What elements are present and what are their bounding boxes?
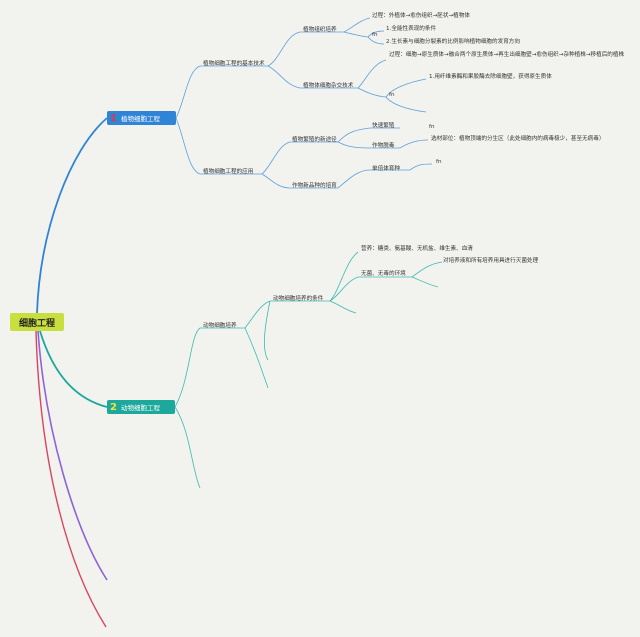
node-haploid-breeding[interactable]: 单倍体育种 (372, 166, 400, 172)
branch-label: 动物细胞工程 (120, 404, 160, 412)
branch-number-2: 2 (110, 401, 117, 413)
node-sterile-note[interactable]: 对培养液和所有培养用具进行灭菌处理 (443, 258, 539, 264)
connector-root-to-branch2 (39, 330, 108, 408)
node-crop-detox[interactable]: 作物脱毒 (372, 143, 395, 149)
node-somatic-hybrid-fn[interactable]: fn (389, 92, 395, 98)
node-tissue-culture-item-2[interactable]: 2.生长素与细胞分裂素的比例影响植物细胞的发育方向 (386, 39, 520, 45)
node-sterile-environment[interactable]: 无菌、无毒的环境 (361, 271, 406, 277)
node-tissue-culture[interactable]: 植物组织培养 (303, 27, 337, 33)
node-culture-conditions[interactable]: 动物细胞培养的条件 (273, 296, 324, 302)
branch-plant-cell-engineering[interactable]: 1 植物细胞工程 (107, 111, 176, 125)
branch-number-1: 1 (110, 112, 117, 124)
node-somatic-hybrid[interactable]: 植物体细胞杂交技术 (303, 83, 354, 89)
connector-root-to-branch1 (36, 117, 108, 314)
node-tissue-culture-item-1[interactable]: 1.全能性表现的条件 (386, 26, 437, 32)
node-animal-cell-culture[interactable]: 动物细胞培养 (203, 323, 237, 329)
node-somatic-hybrid-item-1[interactable]: 1.用纤维素酶和果胶酶去除细胞壁，获得原生质体 (429, 74, 552, 80)
root-node[interactable]: 细胞工程 (10, 313, 64, 331)
connector-root-to-branch3 (37, 330, 108, 581)
node-tissue-culture-process[interactable]: 过程：外植体→愈伤组织→胚状→植物体 (372, 13, 470, 19)
node-somatic-hybrid-process[interactable]: 过程：细胞→原生质体→融合两个原生质体→再生出细胞壁→愈伤组织→杂种植株→移植后… (389, 52, 625, 58)
branch-animal-cell-engineering[interactable]: 2 动物细胞工程 (107, 400, 175, 414)
branch-label: 植物细胞工程 (120, 115, 160, 123)
node-rapid-propagation-fn[interactable]: fn (429, 124, 435, 130)
node-tissue-culture-fn[interactable]: fn (372, 32, 378, 38)
connector-root-to-branch4 (35, 330, 107, 628)
node-rapid-propagation[interactable]: 快速繁殖 (372, 123, 395, 129)
node-new-propagation-ways[interactable]: 植物繁殖的新途径 (292, 137, 337, 143)
node-new-variety-breeding[interactable]: 作物新品种的培育 (292, 183, 337, 189)
node-haploid-breeding-fn[interactable]: fn (436, 159, 442, 165)
node-basic-techniques[interactable]: 植物细胞工程的基本技术 (203, 61, 265, 67)
node-applications[interactable]: 植物细胞工程的应用 (203, 169, 254, 175)
root-node-label: 细胞工程 (18, 318, 55, 329)
node-nutrition[interactable]: 营养：糖类、氨基酸、无机盐、维生素、血清 (361, 246, 473, 252)
node-crop-detox-note[interactable]: 选材部位：植物顶端的分生区（此处细胞内的病毒极少，甚至无病毒） (431, 136, 605, 142)
